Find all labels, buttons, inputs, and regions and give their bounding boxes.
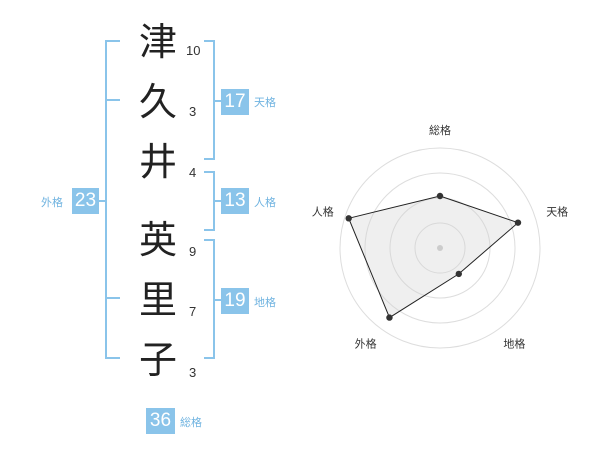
stroke-count-5: 7 bbox=[189, 304, 197, 319]
gaikaku-value: 23 bbox=[72, 188, 99, 214]
stroke-count-1: 10 bbox=[186, 43, 201, 58]
gaikaku-label: 外格 bbox=[41, 196, 63, 209]
soukaku-label: 総格 bbox=[180, 416, 202, 429]
stroke-count-4: 9 bbox=[189, 244, 197, 259]
name-char-4: 英 bbox=[138, 218, 177, 262]
tenkaku-value: 17 bbox=[221, 89, 249, 115]
radar-point bbox=[436, 192, 444, 200]
stroke-count-6: 3 bbox=[189, 365, 197, 380]
name-char-1: 津 bbox=[138, 20, 177, 64]
name-char-6: 子 bbox=[138, 338, 177, 382]
radar-ring bbox=[414, 222, 466, 274]
radar-ring bbox=[364, 172, 516, 324]
jinkaku-value: 13 bbox=[221, 188, 249, 214]
jinkaku-label: 人格 bbox=[254, 196, 276, 209]
soukaku-value: 36 bbox=[146, 408, 175, 434]
chikaku-label: 地格 bbox=[254, 296, 276, 309]
stroke-count-2: 3 bbox=[189, 104, 197, 119]
radar-axis-label: 外格 bbox=[355, 337, 377, 351]
radar-axis-label: 天格 bbox=[546, 205, 568, 219]
radar-point bbox=[455, 270, 463, 278]
radar-ring bbox=[339, 147, 541, 349]
name-char-2: 久 bbox=[138, 80, 177, 124]
radar-value-polygon bbox=[348, 195, 519, 319]
radar-axis-label: 人格 bbox=[312, 205, 334, 219]
name-char-5: 里 bbox=[138, 278, 177, 322]
radar-axis-label: 地格 bbox=[503, 337, 525, 351]
tenkaku-label: 天格 bbox=[254, 96, 276, 109]
name-char-3: 井 bbox=[138, 140, 177, 184]
radar-center-dot bbox=[437, 245, 443, 251]
radar-point bbox=[514, 219, 522, 226]
chikaku-value: 19 bbox=[221, 288, 249, 314]
radar-point bbox=[345, 215, 352, 222]
radar-point bbox=[386, 314, 393, 321]
stroke-count-3: 4 bbox=[189, 165, 197, 180]
radar-axis-label: 総格 bbox=[429, 123, 451, 137]
